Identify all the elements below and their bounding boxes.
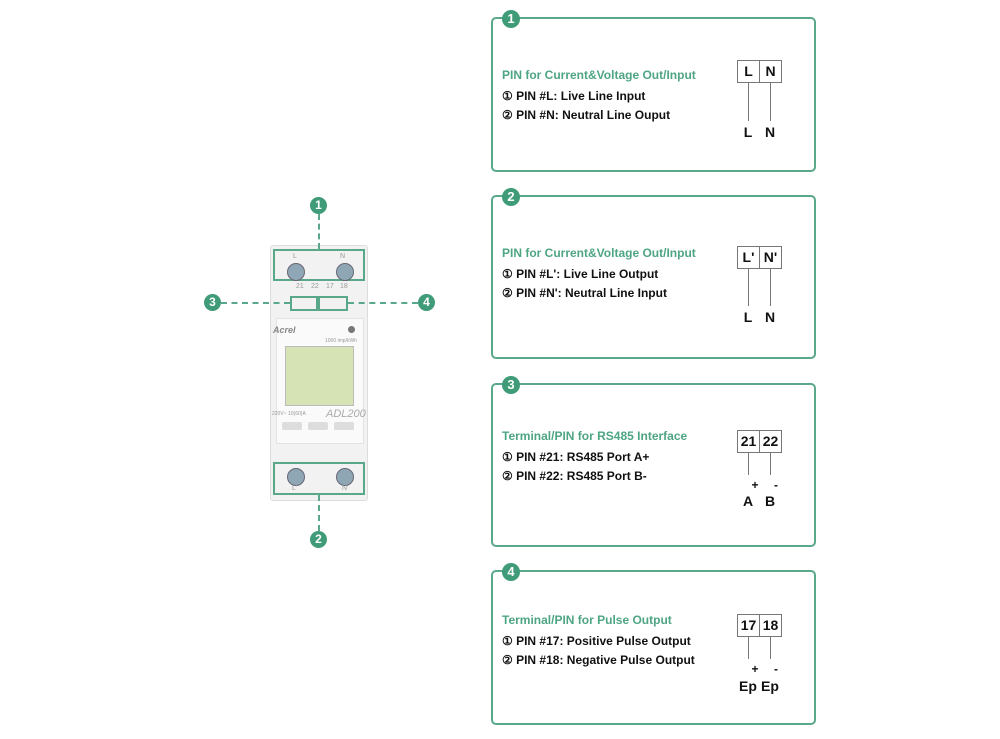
up-button [282,422,302,430]
pin-panel: 3 Terminal/PIN for RS485 Interface ① PIN… [491,376,816,547]
wire-label: N [764,124,776,140]
wire [748,453,749,475]
terminal-label: N' [342,485,349,492]
terminal-pin: N [759,61,781,82]
panel-badge: 2 [502,188,520,206]
wire [770,453,771,475]
wire [770,637,771,659]
marker-4: 4 [418,294,435,311]
marker-2: 2 [310,531,327,548]
screw-icon [287,263,305,281]
polarity-sign: + [751,478,759,492]
pin-description: ② PIN #N: Neutral Line Ouput [502,108,671,122]
polarity-sign: - [774,478,778,492]
down-button [308,422,328,430]
terminal-pin: 18 [759,615,781,636]
wire-label: L [743,309,753,325]
rs485-terminal [290,296,318,311]
terminal-box: L'N' [737,246,782,269]
pin-panel: 4 Terminal/PIN for Pulse Output ① PIN #1… [491,563,816,725]
pin-description: ① PIN #L: Live Line Input [502,89,646,103]
pulse-rate: 1000 imp/kWh [325,338,357,344]
pin-description: ② PIN #N': Neutral Line Input [502,286,667,300]
rating-label: 220V~ 10(60)A [272,411,306,417]
wire-label: L [743,124,753,140]
panel-badge: 4 [502,563,520,581]
polarity-sign: - [774,662,778,676]
pin-number: 21 [296,283,304,290]
panel-title: PIN for Current&Voltage Out/Input [502,68,696,82]
bottom-terminal-block [273,462,365,495]
terminal-pin: L' [742,249,755,265]
pin-number: 17 [326,283,334,290]
enter-button [334,422,354,430]
pulse-terminal [318,296,348,311]
polarity-sign: + [751,662,759,676]
panel-title: Terminal/PIN for Pulse Output [502,613,672,627]
pin-description: ① PIN #L': Live Line Output [502,267,659,281]
terminal-pin: 22 [759,431,781,452]
top-terminal-block [273,249,365,281]
lcd-display [285,346,354,406]
pin-description: ② PIN #18: Negative Pulse Output [502,653,695,667]
pin-description: ② PIN #22: RS485 Port B- [502,469,647,483]
model-label: ADL200 [326,408,366,420]
terminal-label: N [340,253,346,260]
screw-icon [287,468,305,486]
panel-title: PIN for Current&Voltage Out/Input [502,246,696,260]
terminal-label: L' [292,485,298,492]
panel-badge: 1 [502,10,520,28]
terminal-pin: L [744,63,753,79]
terminal-label: L [293,253,297,260]
wire [748,83,749,121]
terminal-pin: N' [759,247,781,268]
wire [748,637,749,659]
pin-number: 22 [311,283,319,290]
panel-title: Terminal/PIN for RS485 Interface [502,429,688,443]
marker-1: 1 [310,197,327,214]
wire [770,269,771,306]
wire [748,269,749,306]
wire-label: N [764,309,776,325]
wire-label: B [764,493,776,509]
pulse-led [348,326,355,333]
wire-label: A [742,493,754,509]
pin-number: 18 [340,283,348,290]
wire-label: Ep [761,678,779,694]
screw-icon [336,263,354,281]
wire [770,83,771,121]
pin-panel: 2 PIN for Current&Voltage Out/Input ① PI… [491,188,816,359]
pin-panel: 1 PIN for Current&Voltage Out/Input ① PI… [491,10,816,172]
panel-badge: 3 [502,376,520,394]
pin-description: ① PIN #21: RS485 Port A+ [502,450,650,464]
brand-logo: Acrel [273,325,296,335]
marker-3: 3 [204,294,221,311]
terminal-pin: 21 [740,433,757,449]
leader-line-4 [348,302,418,304]
leader-line-1 [318,214,320,249]
pin-description: ① PIN #17: Positive Pulse Output [502,634,691,648]
leader-line-3 [221,302,290,304]
wire-label: Ep [739,678,757,694]
screw-icon [336,468,354,486]
leader-line-2 [318,495,320,531]
terminal-pin: 17 [740,617,757,633]
